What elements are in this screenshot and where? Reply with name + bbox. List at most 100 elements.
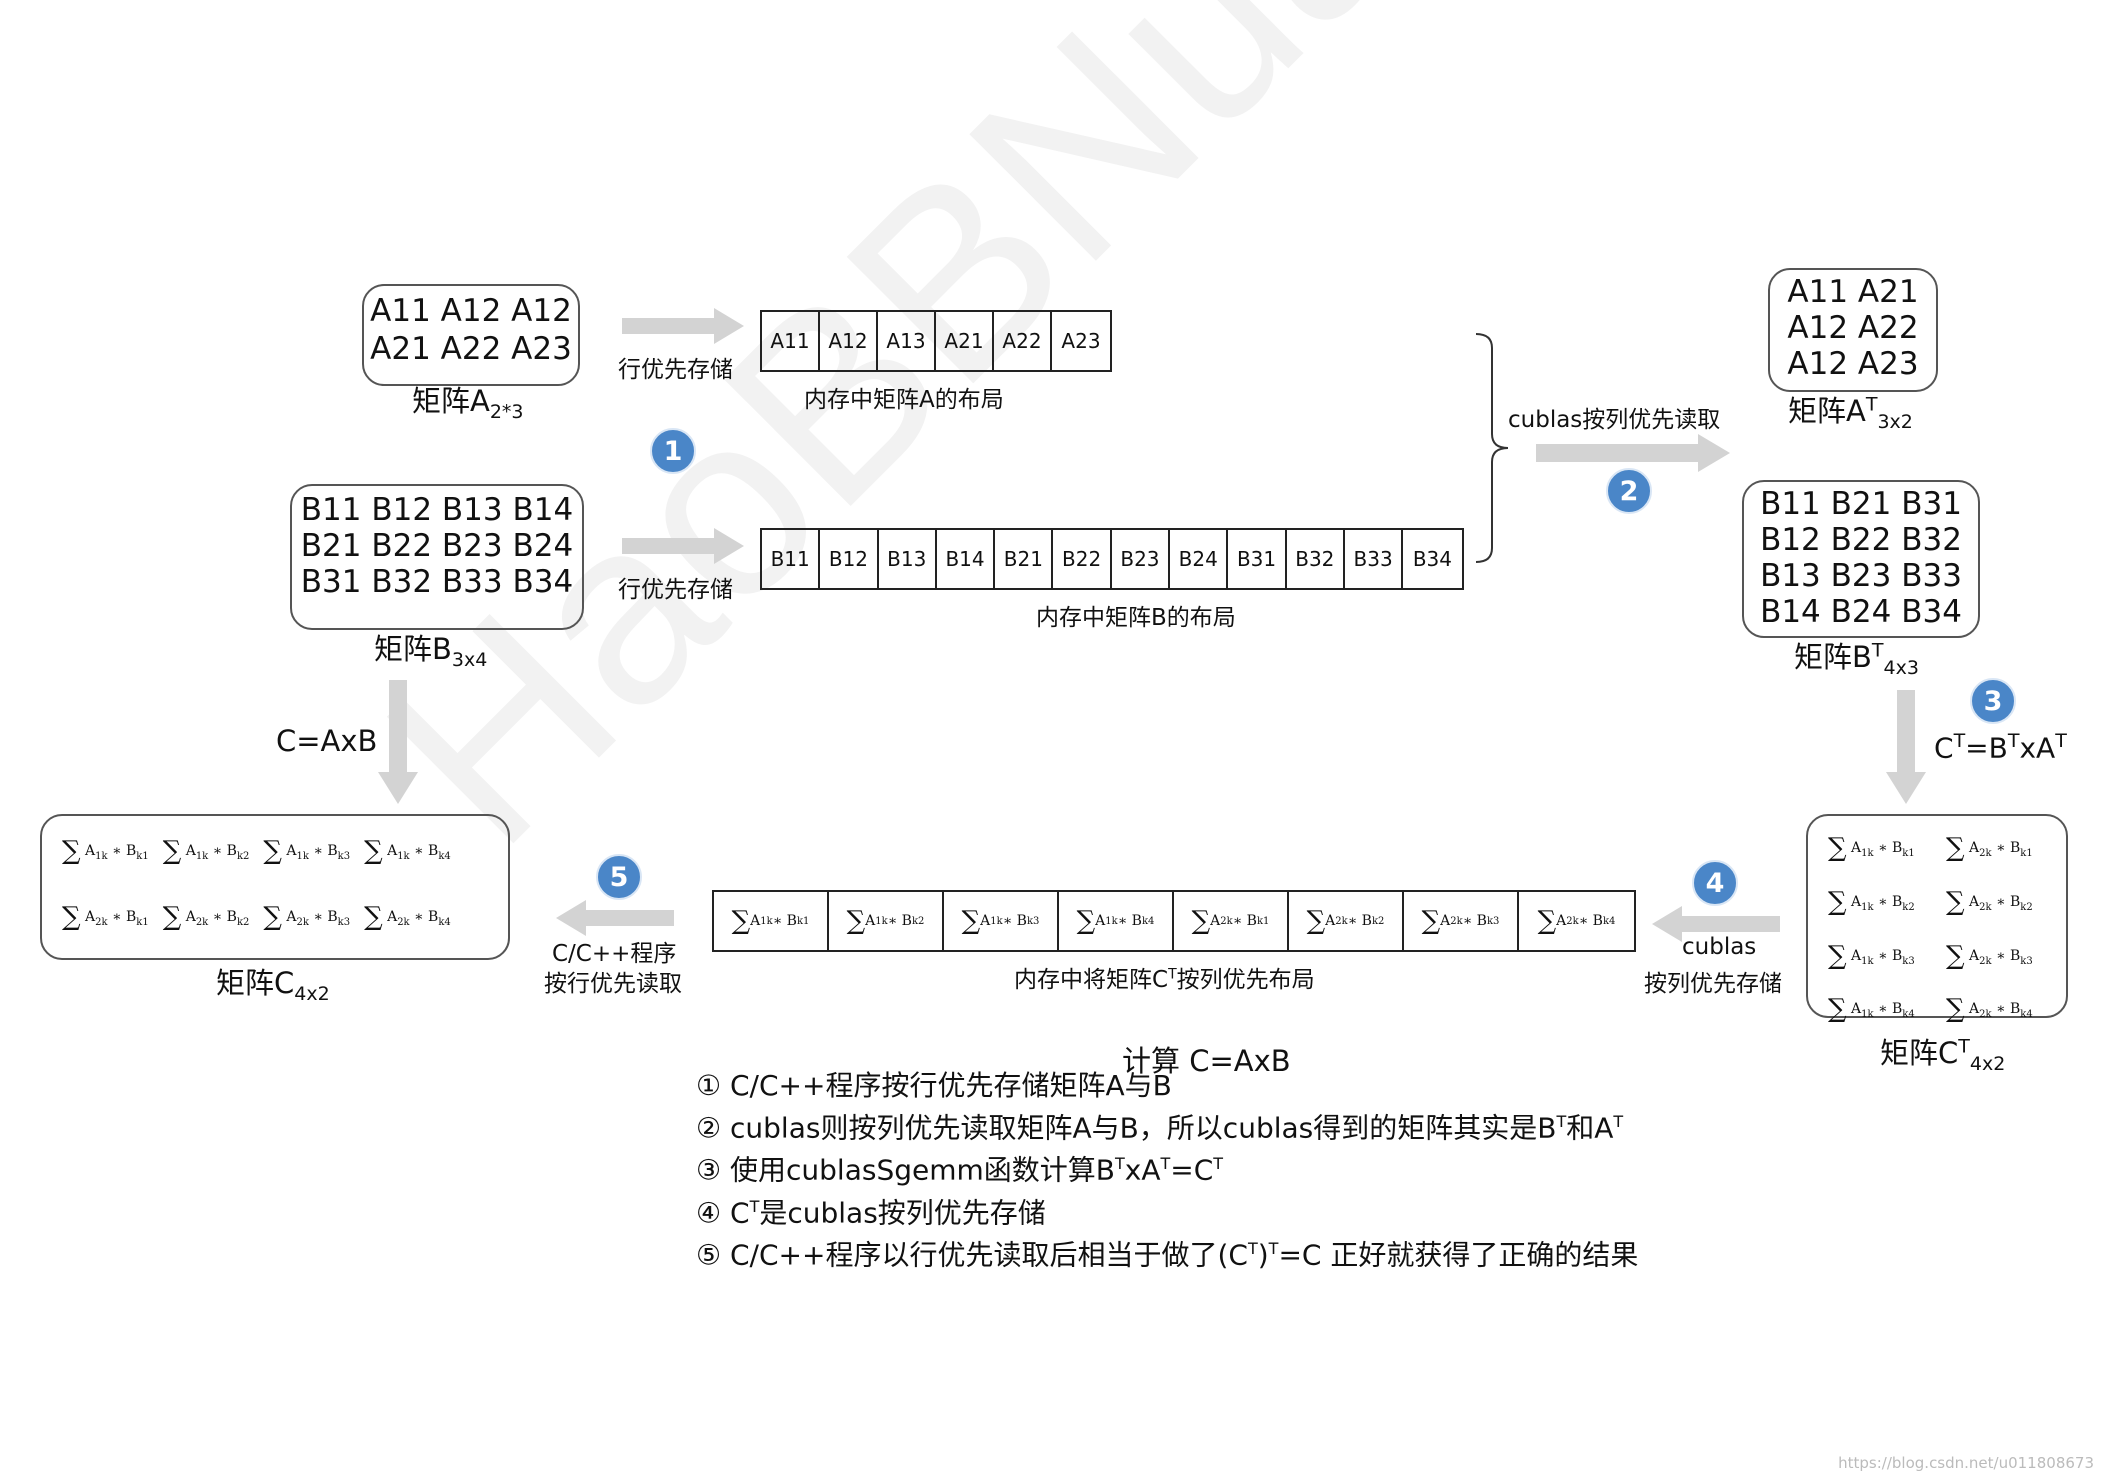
memory-cell: B12	[820, 530, 879, 588]
arrow-right-icon	[622, 308, 744, 344]
step-badge-1: 1	[650, 428, 696, 474]
memory-cell: A21	[936, 312, 994, 370]
memory-cell: B11	[762, 530, 821, 588]
matrix-a-caption: 矩阵A2*3	[412, 384, 524, 423]
note-1: ① C/C++程序按行优先存储矩阵A与B	[696, 1069, 1172, 1102]
matrix-bt-row: B11 B21 B31	[1760, 486, 1962, 522]
sum-entry: ∑ A2k ∗ Bk1	[1946, 833, 2033, 863]
matrix-bt-box: B11 B21 B31 B12 B22 B32 B13 B23 B33 B14 …	[1742, 480, 1980, 638]
cublas-store-label-1: cublas	[1682, 934, 1757, 960]
matrix-at-row: A12 A23	[1787, 346, 1919, 382]
sum-entry: ∑ A2k ∗ Bk4	[364, 902, 451, 932]
matrix-bt-row: B13 B23 B33	[1760, 558, 1962, 594]
matrix-at-row: A11 A21	[1787, 274, 1919, 310]
cublas-store-label-2: 按列优先存储	[1644, 971, 1782, 997]
matrix-ct-caption: 矩阵CT4x2	[1880, 1035, 2006, 1075]
notes-title: 计算 C=AxB	[1122, 1044, 1291, 1078]
memory-ct-caption: 内存中将矩阵CT按列优先布局	[1014, 966, 1315, 993]
arrow-right-icon	[1536, 434, 1730, 472]
arrow-down-icon	[378, 680, 418, 804]
memory-cell: A12	[820, 312, 878, 370]
step-badge-5: 5	[596, 854, 642, 900]
memory-cell: A13	[878, 312, 936, 370]
memory-cell: A11	[762, 312, 820, 370]
memory-a-layout: A11 A12 A13 A21 A22 A23	[760, 310, 1112, 372]
memory-cell: B22	[1053, 530, 1112, 588]
note-3: ③ 使用cublasSgemm函数计算BTxAT=CT	[696, 1153, 1224, 1187]
step-badge-4: 4	[1692, 860, 1738, 906]
source-url: https://blog.csdn.net/u011808673	[1838, 1454, 2094, 1472]
sum-entry: ∑ A2k ∗ Bk4	[1946, 994, 2033, 1025]
cpp-read-label-1: C/C++程序	[552, 941, 677, 967]
step-badge-2: 2	[1606, 468, 1652, 514]
arrow-right-icon	[622, 528, 744, 564]
memory-cell: B33	[1345, 530, 1404, 588]
memory-cell: B32	[1287, 530, 1345, 588]
brace-icon	[1475, 333, 1509, 563]
sum-entry: ∑ A2k ∗ Bk3	[1946, 940, 2033, 971]
sum-entry: ∑ A1k ∗ Bk2	[1828, 886, 1915, 917]
arrow-left-icon	[556, 900, 674, 936]
sum-entry: ∑ A1k ∗ Bk3	[1828, 940, 1915, 971]
memory-cell: B13	[879, 530, 937, 588]
cpp-read-label-2: 按行优先读取	[544, 971, 682, 997]
note-5: ⑤ C/C++程序以行优先读取后相当于做了(CT)T=C 正好就获得了正确的结果	[696, 1238, 1639, 1272]
memory-cell: B31	[1228, 530, 1287, 588]
matrix-c-box: ∑ A1k ∗ Bk1 ∑ A1k ∗ Bk2 ∑ A1k ∗ Bk3 ∑ A1…	[40, 814, 510, 960]
sum-entry: ∑ A1k ∗ Bk4	[1828, 994, 1915, 1025]
matrix-ct-box: ∑ A1k ∗ Bk1 ∑ A1k ∗ Bk2 ∑ A1k ∗ Bk3 ∑ A1…	[1806, 814, 2068, 1024]
memory-cell: B34	[1412, 547, 1452, 571]
matrix-c-caption: 矩阵C4x2	[216, 966, 330, 1005]
matrix-bt-caption: 矩阵BT4x3	[1794, 639, 1919, 679]
matrix-a-row: A11 A12 A12	[370, 293, 572, 329]
memory-cell: B24	[1170, 530, 1229, 588]
notes-list: ① C/C++程序按行优先存储矩阵A与B ② cublas则按列优先读取矩阵A与…	[696, 1068, 1638, 1273]
memory-cell: A22	[994, 312, 1052, 370]
sum-entry: ∑ A1k ∗ Bk4	[364, 836, 451, 866]
sum-entry: ∑ A1k ∗ Bk2	[162, 836, 250, 866]
sum-entry: ∑ A2k ∗ Bk2	[1946, 886, 2033, 917]
step-badge-3: 3	[1970, 678, 2016, 724]
arrow-left-icon	[1652, 906, 1780, 942]
matrix-b-row: B21 B22 B23 B24	[300, 528, 574, 564]
matrix-at-caption: 矩阵AT3x2	[1788, 393, 1913, 433]
matrix-b-row: B11 B12 B13 B14	[300, 492, 574, 528]
sum-entry: ∑ A2k ∗ Bk3	[263, 902, 351, 932]
memory-a-caption: 内存中矩阵A的布局	[804, 387, 1004, 413]
matrix-bt-row: B14 B24 B34	[1760, 594, 1962, 630]
c-equation: C=AxB	[276, 724, 378, 758]
sum-entry: ∑ A1k ∗ Bk1	[62, 836, 149, 866]
matrix-at-box: A11 A21 A12 A22 A12 A23	[1768, 268, 1938, 392]
note-2: ② cublas则按列优先读取矩阵A与B，所以cublas得到的矩阵其实是BT和…	[696, 1111, 1624, 1145]
sum-entry: ∑ A1k ∗ Bk1	[1828, 833, 1915, 863]
matrix-a-row: A21 A22 A23	[370, 331, 572, 367]
memory-b-caption: 内存中矩阵B的布局	[1036, 605, 1236, 631]
memory-cell: B21	[995, 530, 1054, 588]
matrix-bt-row: B12 B22 B32	[1760, 522, 1962, 558]
matrix-b-caption: 矩阵B3x4	[374, 632, 488, 671]
arrow-down-icon	[1886, 690, 1926, 804]
sum-entry: ∑ A2k ∗ Bk2	[162, 902, 250, 932]
sum-entry: ∑ A1k ∗ Bk3	[263, 836, 351, 866]
ct-equation: CT=BTxAT	[1934, 730, 2067, 765]
sum-entry: ∑ A2k ∗ Bk1	[62, 902, 149, 932]
note-4: ④ CT是cublas按列优先存储	[696, 1195, 1046, 1229]
matrix-a-box: A11 A12 A12 A21 A22 A23	[362, 284, 580, 386]
memory-b-layout: B11 B12 B13 B14 B21 B22 B23 B24 B31 B32 …	[760, 528, 1464, 590]
matrix-b-row: B31 B32 B33 B34	[300, 564, 574, 600]
memory-cell: A23	[1061, 329, 1101, 353]
memory-cell: B23	[1112, 530, 1171, 588]
cublas-read-label: cublas按列优先读取	[1508, 407, 1721, 433]
matrix-b-box: B11 B12 B13 B14 B21 B22 B23 B24 B31 B32 …	[290, 484, 584, 630]
row-store-label: 行优先存储	[618, 357, 733, 383]
matrix-at-row: A12 A22	[1787, 310, 1919, 346]
